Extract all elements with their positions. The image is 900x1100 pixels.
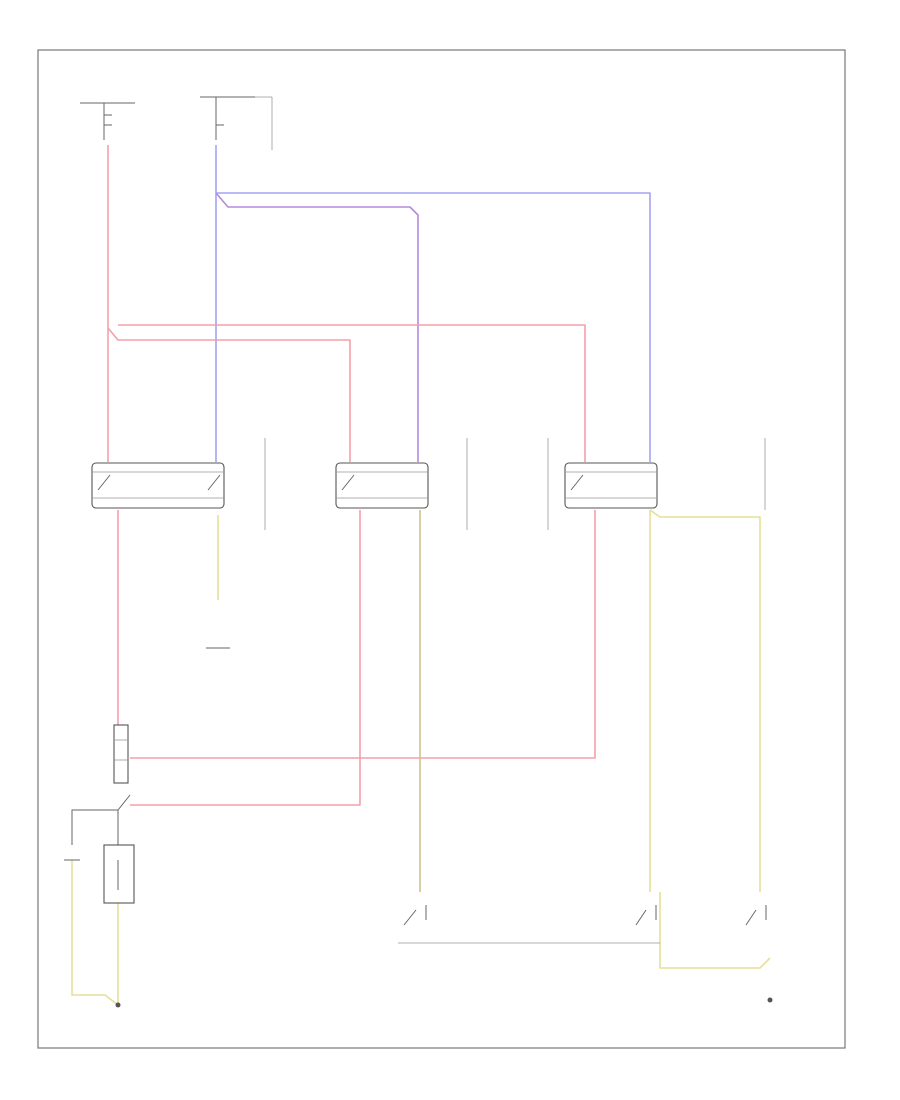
switch-1 xyxy=(403,905,427,926)
ground-right xyxy=(767,997,773,1003)
wire-violet xyxy=(215,192,419,462)
connector-left xyxy=(71,724,131,845)
wire-blue xyxy=(215,145,651,462)
fuse-block-center xyxy=(200,96,273,150)
wire-yellow-left-ground xyxy=(71,860,119,1006)
fuse-block-left xyxy=(80,102,135,140)
wire-red-loop-right xyxy=(130,510,596,759)
wire-red-bus xyxy=(107,324,586,462)
wire-red-loop-mid xyxy=(130,510,361,806)
relay-1 xyxy=(91,438,266,530)
ground-left xyxy=(115,1002,121,1008)
relay-2 xyxy=(335,438,468,530)
switch-3 xyxy=(745,905,767,926)
module-left xyxy=(64,844,135,904)
wire-yellow-right xyxy=(649,509,771,969)
switch-2 xyxy=(635,905,657,926)
diagram-frame xyxy=(37,49,846,1049)
relay-3 xyxy=(547,438,766,530)
